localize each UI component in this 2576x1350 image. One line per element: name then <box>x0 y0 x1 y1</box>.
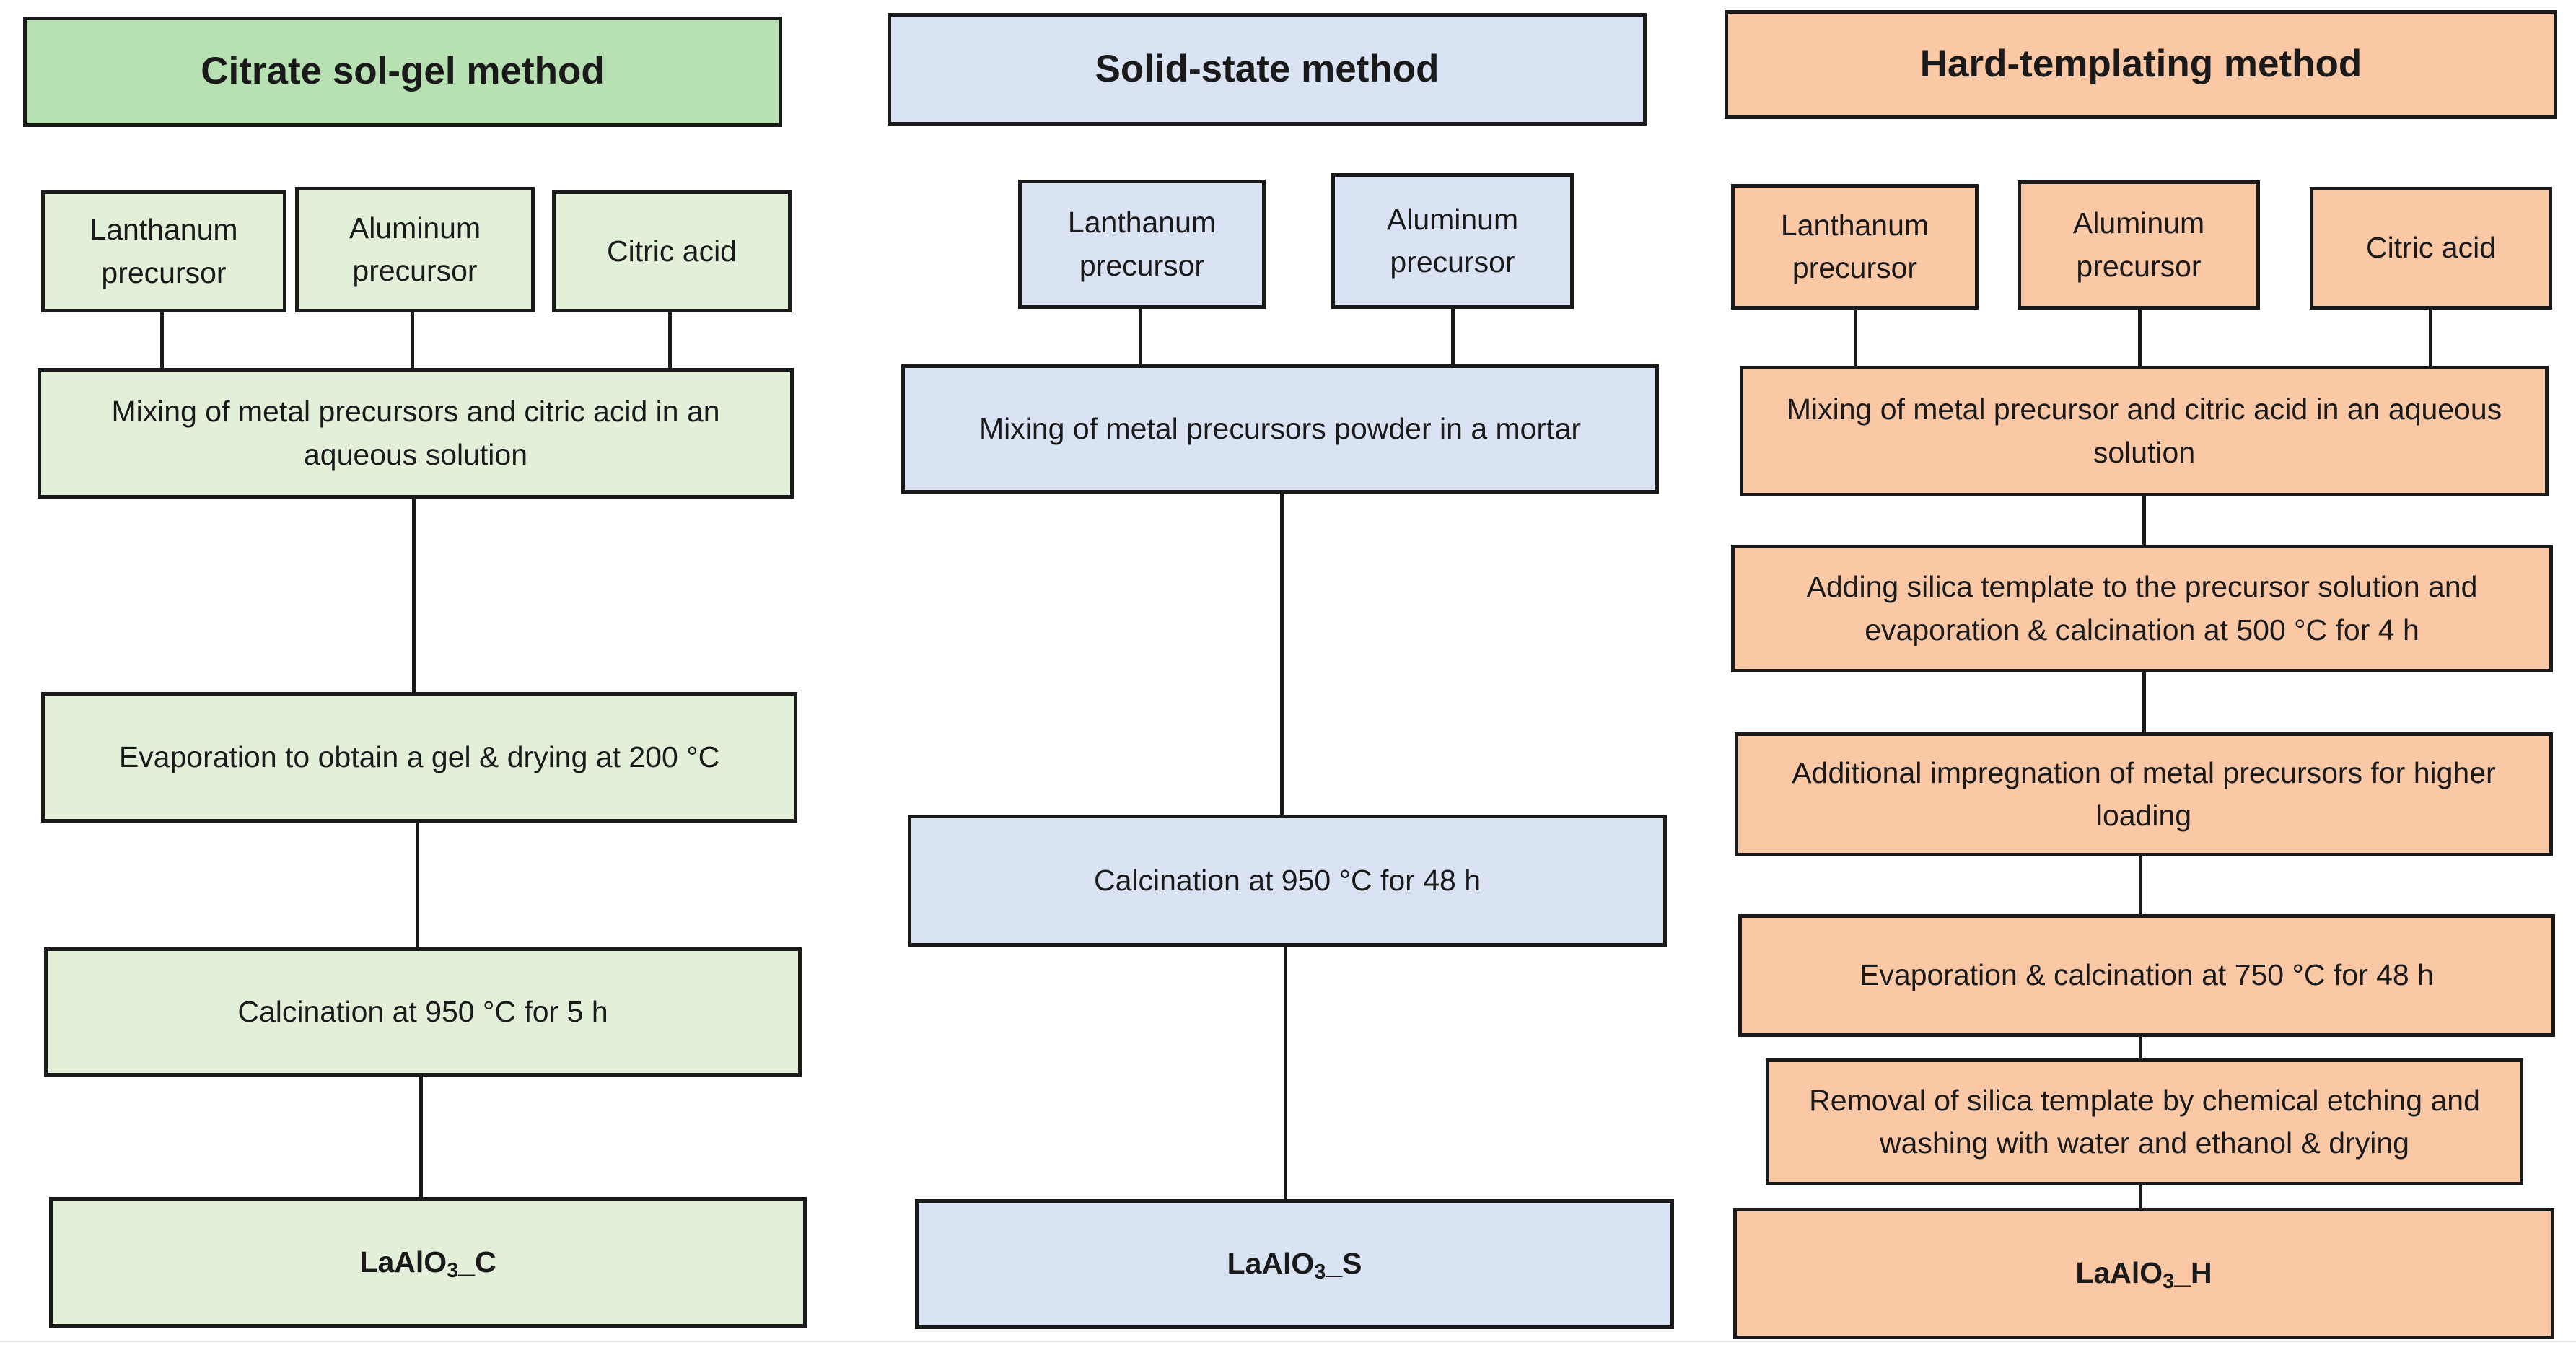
connector <box>668 312 672 368</box>
connector <box>2429 310 2432 366</box>
sol-gel-aluminum-precursor: Aluminum precursor <box>295 187 535 312</box>
connector <box>412 499 416 692</box>
hard-templating-citric-acid: Citric acid <box>2310 187 2552 310</box>
hard-templating-lanthanum-precursor: Lanthanum precursor <box>1731 184 1979 310</box>
sol-gel-step-calcination: Calcination at 950 °C for 5 h <box>44 947 802 1077</box>
hard-templating-step-silica-template: Adding silica template to the precursor … <box>1731 545 2553 672</box>
hard-templating-product: LaAlO3_H <box>1733 1208 2554 1339</box>
connector <box>411 312 414 368</box>
solid-state-title: Solid-state method <box>888 13 1647 126</box>
connector <box>2142 672 2146 732</box>
connector <box>1451 309 1455 364</box>
sol-gel-product: LaAlO3_C <box>49 1197 807 1328</box>
connector <box>2138 310 2142 366</box>
bottom-divider <box>0 1341 2576 1342</box>
connector <box>2139 856 2142 914</box>
connector <box>1284 947 1287 1199</box>
connector <box>2142 496 2146 545</box>
hard-templating-aluminum-precursor: Aluminum precursor <box>2018 180 2260 310</box>
sol-gel-title: Citrate sol-gel method <box>23 17 782 127</box>
connector <box>160 312 164 368</box>
connector <box>416 823 419 947</box>
hard-templating-step-calcination: Evaporation & calcination at 750 °C for … <box>1738 914 2555 1037</box>
connector <box>2139 1037 2142 1058</box>
solid-state-product: LaAlO3_S <box>915 1199 1674 1329</box>
sol-gel-step-evaporation: Evaporation to obtain a gel & drying at … <box>41 692 797 823</box>
solid-state-lanthanum-precursor: Lanthanum precursor <box>1018 180 1266 309</box>
solid-state-step-mixing: Mixing of metal precursors powder in a m… <box>901 364 1659 494</box>
hard-templating-step-impregnation: Additional impregnation of metal precurs… <box>1735 732 2553 856</box>
connector <box>419 1077 423 1197</box>
connector <box>1280 494 1284 815</box>
connector <box>1854 310 1857 366</box>
sol-gel-citric-acid: Citric acid <box>552 190 792 312</box>
solid-state-step-calcination: Calcination at 950 °C for 48 h <box>908 815 1667 947</box>
sol-gel-lanthanum-precursor: Lanthanum precursor <box>41 190 286 312</box>
connector <box>2139 1185 2142 1208</box>
connector <box>1139 309 1142 364</box>
solid-state-aluminum-precursor: Aluminum precursor <box>1331 173 1574 309</box>
hard-templating-step-mixing: Mixing of metal precursor and citric aci… <box>1740 366 2549 496</box>
hard-templating-title: Hard-templating method <box>1725 10 2557 119</box>
hard-templating-step-removal: Removal of silica template by chemical e… <box>1766 1058 2523 1185</box>
sol-gel-step-mixing: Mixing of metal precursors and citric ac… <box>38 368 794 499</box>
